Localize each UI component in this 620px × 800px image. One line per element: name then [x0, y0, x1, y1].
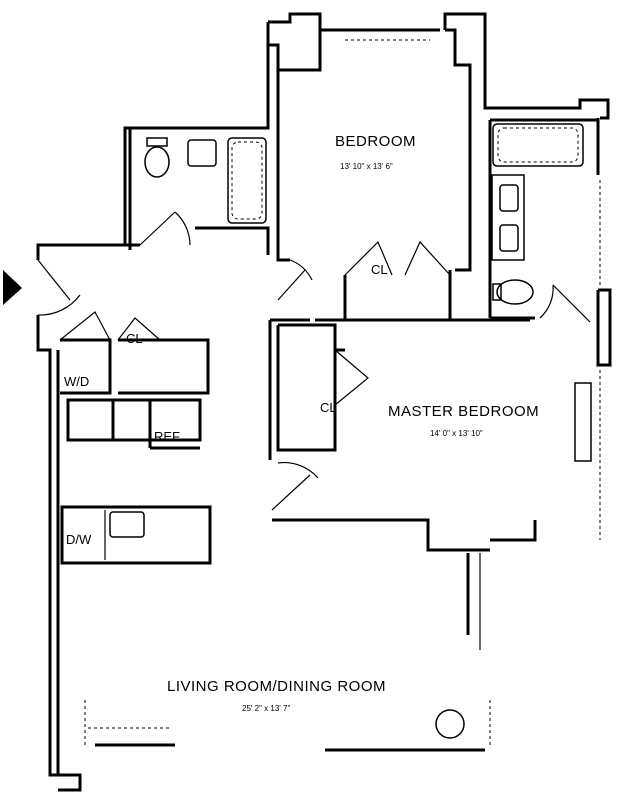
refrigerator-label: REF.: [154, 429, 182, 444]
closet-label-master: CL: [320, 400, 337, 415]
living-room-label: LIVING ROOM/DINING ROOM: [167, 678, 386, 695]
interior-walls: [60, 28, 598, 650]
washer-dryer-label: W/D: [64, 374, 89, 389]
bedroom-label: BEDROOM: [335, 133, 416, 150]
sink: [187, 139, 217, 167]
vanity: [491, 174, 525, 261]
exterior-walls: [36, 12, 612, 792]
living-room-dimensions: 25' 2" x 13' 7": [242, 704, 290, 713]
bathtub: [227, 137, 267, 224]
bedroom-dimensions: 13' 10" x 13' 6": [340, 162, 393, 171]
toilet-icon: [496, 279, 534, 305]
entrance-arrow: [3, 270, 22, 305]
bathroom-fixtures: [109, 123, 592, 739]
master-bedroom-label: MASTER BEDROOM: [388, 403, 539, 420]
kitchen-sink: [109, 511, 145, 538]
dishwasher-label: D/W: [66, 532, 92, 547]
doors: [37, 211, 591, 511]
column-icon: [435, 709, 465, 739]
master-bedroom-dimensions: 14' 0" x 13' 10": [430, 429, 483, 438]
closet-label-entry: CL: [126, 331, 143, 346]
closet-label-bedroom: CL: [371, 262, 388, 277]
toilet-icon: [144, 146, 170, 178]
windows: [84, 39, 601, 745]
bathtub: [492, 123, 584, 167]
